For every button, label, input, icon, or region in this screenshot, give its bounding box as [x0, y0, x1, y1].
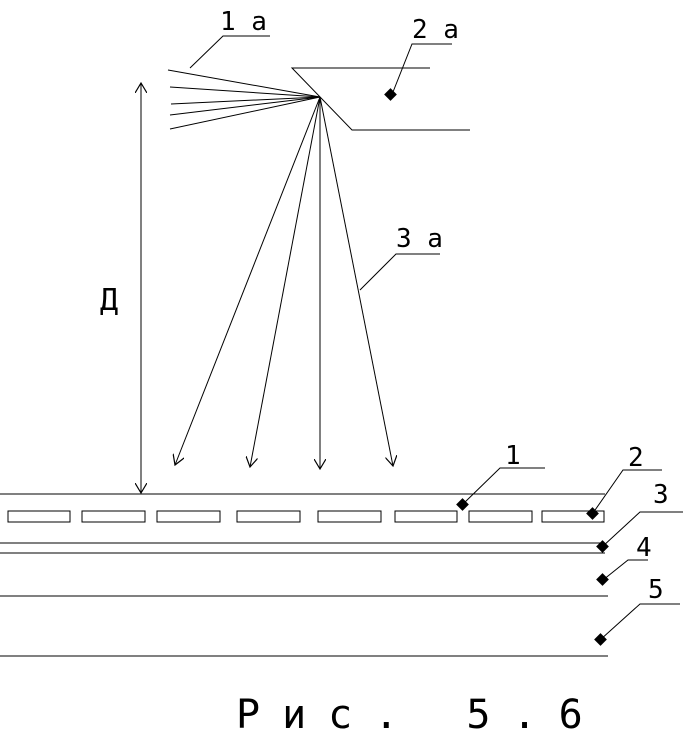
label-1a: 1 а: [220, 7, 267, 37]
source-rays: [167, 69, 321, 130]
segment-row: [7, 510, 605, 523]
label-layer-1: 1: [505, 441, 521, 471]
leader-3a: [359, 253, 440, 291]
segment: [236, 510, 301, 523]
leader-4: [602, 559, 648, 581]
leader-3: [601, 511, 683, 548]
segment: [317, 510, 382, 523]
beam-arrow: [250, 96, 321, 467]
label-distance: Д: [100, 283, 118, 318]
reflector-shape: [290, 67, 470, 131]
source-ray: [169, 86, 321, 98]
leader-2: [592, 469, 662, 514]
label-2a: 2 а: [412, 15, 459, 45]
label-layer-5: 5: [648, 575, 664, 605]
marker-4: [596, 573, 609, 586]
label-layer-3: 3: [653, 480, 669, 510]
label-layer-2: 2: [628, 443, 644, 473]
leader-2a: [392, 43, 452, 93]
beams: [175, 96, 393, 469]
segment: [541, 510, 605, 523]
leader-5: [599, 603, 680, 641]
source-ray: [169, 96, 321, 116]
segment: [7, 510, 71, 523]
leader-1a: [189, 35, 270, 69]
segment: [81, 510, 146, 523]
source-ray: [170, 96, 321, 105]
label-3a: 3 а: [396, 224, 443, 254]
leader-1: [462, 467, 545, 505]
label-layer-4: 4: [636, 533, 652, 563]
beam-arrow: [319, 96, 393, 466]
figure-caption: Рис. 5.6: [236, 692, 605, 732]
marker-2a: [384, 88, 397, 101]
source-ray: [169, 96, 321, 130]
beam-arrow: [175, 96, 321, 465]
source-ray: [167, 69, 321, 98]
segment: [394, 510, 458, 523]
segment: [156, 510, 221, 523]
segment: [468, 510, 533, 523]
